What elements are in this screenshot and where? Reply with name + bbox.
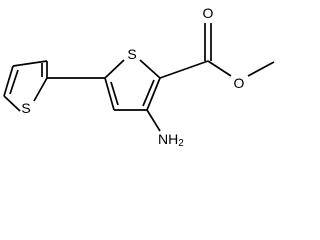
bond-c2r-c3r-inner	[142, 79, 155, 107]
bond-c2-c3	[3, 65, 14, 97]
bond-c3-c4	[12, 60, 48, 67]
atom-sulfur-right: S	[127, 46, 136, 62]
molecule-structure: S S O O NH2	[3, 5, 275, 148]
right-thiophene-ring	[104, 59, 161, 111]
bond-c2-c3-inner	[9, 69, 19, 95]
amine-main-text: NH	[158, 131, 178, 147]
bond-c4r-c5r-inner	[110, 81, 119, 106]
amine-subscript: 2	[178, 138, 184, 149]
bond-c2r-c3r	[146, 77, 161, 111]
bond-oxygen-methyl	[247, 61, 275, 77]
bond-carbon-ester-oxygen	[207, 60, 232, 77]
bond-c5-s-left	[33, 77, 48, 102]
bond-ring-amine	[146, 109, 161, 132]
atom-amine-label: NH2	[158, 131, 184, 148]
ester-group	[159, 23, 275, 79]
atom-oxygen-ester: O	[234, 75, 245, 91]
bond-c5r-s-right	[104, 59, 125, 79]
atom-oxygen-carbonyl: O	[203, 5, 214, 21]
bond-s-right-c2r	[139, 59, 161, 79]
bond-ring-carbonyl-carbon	[159, 60, 209, 79]
bond-c4r-c5r	[104, 77, 115, 111]
left-thiophene-ring	[3, 60, 48, 112]
atom-sulfur-left: S	[21, 100, 30, 116]
bond-s-left-c2	[3, 95, 21, 112]
